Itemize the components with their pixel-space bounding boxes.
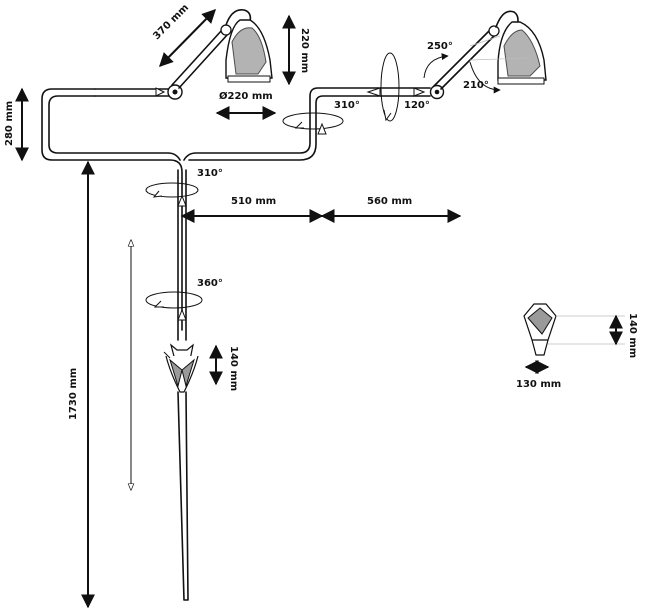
vertical-axis-rotation bbox=[380, 52, 400, 122]
pole-top-rotation bbox=[145, 182, 199, 198]
segment-1-label: 510 mm bbox=[231, 196, 276, 207]
top-joint-label: 310° bbox=[334, 100, 360, 111]
base-detail bbox=[523, 303, 625, 356]
shade-tilt-rotation bbox=[423, 53, 449, 79]
left-lamp bbox=[167, 8, 273, 100]
total-height-label: 1730 mm bbox=[68, 368, 79, 420]
pole-rotation bbox=[145, 291, 203, 309]
shade-diameter-label: Ø220 mm bbox=[219, 90, 273, 102]
left-joint-rotation bbox=[282, 112, 344, 130]
frame-tube bbox=[41, 87, 431, 341]
arm-length-label: 370 mm bbox=[151, 2, 191, 42]
arm-length-arrow bbox=[159, 9, 216, 67]
pole-rotation-label: 360° bbox=[197, 278, 223, 289]
right-lamp bbox=[429, 10, 547, 100]
clamp-height-label: 140 mm bbox=[228, 346, 239, 391]
left-joint-label: 310° bbox=[197, 168, 223, 179]
dimension-lines bbox=[15, 9, 623, 609]
frame-height-label: 280 mm bbox=[4, 101, 15, 146]
arm-elbow-label: 210° bbox=[463, 80, 489, 91]
rotation-indicators bbox=[145, 52, 501, 321]
left-elbow bbox=[220, 24, 232, 36]
shade-height-label: 220 mm bbox=[299, 28, 310, 73]
elbow-rotation bbox=[469, 61, 501, 94]
base-height-label: 140 mm bbox=[627, 313, 638, 358]
base-width-label: 130 mm bbox=[516, 379, 561, 390]
shade-tilt-label: 250° bbox=[427, 41, 453, 52]
pole-and-stake bbox=[163, 343, 199, 601]
segment-2-label: 560 mm bbox=[367, 196, 412, 207]
vertical-axis-label: 120° bbox=[404, 100, 430, 111]
